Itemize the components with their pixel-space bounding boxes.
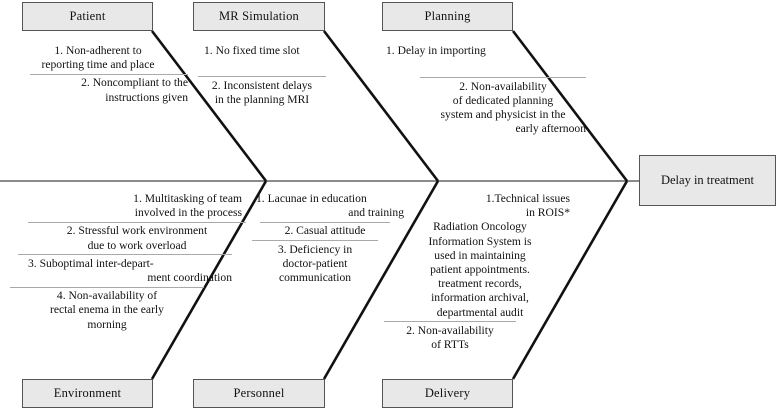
- category-label-patient: Patient: [69, 9, 106, 23]
- category-label-environment: Environment: [53, 386, 122, 400]
- cause-item: 1. Multitasking of team involved in the …: [4, 192, 246, 220]
- cause-line: reporting time and place: [41, 58, 155, 72]
- category-box-delivery[interactable]: Delivery: [382, 379, 513, 408]
- cause-group-patient: 1. Non-adherent to reporting time and pl…: [8, 44, 188, 105]
- cause-item: 1.Technical issues in ROIS* Radiation On…: [390, 192, 570, 320]
- cause-item: 1. Non-adherent to reporting time and pl…: [8, 44, 188, 72]
- cause-line: used in maintaining: [434, 248, 526, 262]
- category-label-planning: Planning: [424, 9, 471, 23]
- cause-item: 2. Non-availability of dedicated plannin…: [420, 77, 586, 136]
- cause-line: 3. Deficiency in: [277, 242, 353, 256]
- category-label-delivery: Delivery: [424, 386, 471, 400]
- cause-line: 2. Inconsistent delays: [211, 78, 313, 92]
- cause-line: 1. Lacunae in education: [256, 192, 367, 205]
- cause-line: rectal enema in the early: [50, 303, 164, 317]
- cause-item: 3. Deficiency in doctor-patient communic…: [252, 240, 378, 285]
- cause-line: 2. Noncompliant to the: [81, 76, 188, 90]
- cause-line: of dedicated planning: [452, 93, 554, 107]
- cause-line: system and physicist in the: [440, 108, 566, 122]
- bone-delivery: [511, 180, 629, 380]
- cause-line: 4. Non-availability of: [56, 289, 158, 303]
- cause-line: morning: [87, 317, 127, 331]
- bone-environment: [150, 180, 268, 380]
- cause-item: 3. Suboptimal inter-depart- ment coordin…: [18, 254, 232, 285]
- cause-line: communication: [278, 271, 352, 285]
- cause-group-personnel: 1. Lacunae in education and training 2. …: [252, 192, 404, 285]
- cause-line: 1. Non-adherent to: [54, 44, 142, 57]
- cause-group-planning: 1. Delay in importing 2. Non-availabilit…: [386, 44, 586, 137]
- cause-line: 2. Casual attitude: [284, 224, 366, 238]
- category-label-mr-simulation: MR Simulation: [218, 9, 300, 23]
- cause-group-environment: 1. Multitasking of team involved in the …: [4, 192, 246, 332]
- cause-item: 2. Inconsistent delays in the planning M…: [198, 76, 326, 107]
- category-box-personnel[interactable]: Personnel: [193, 379, 325, 408]
- cause-line: of RTTs: [431, 338, 469, 352]
- cause-line: in ROIS*: [525, 206, 570, 220]
- effect-box[interactable]: Delay in treatment: [639, 155, 776, 206]
- cause-line: 2. Non-availability: [459, 79, 547, 93]
- effect-label: Delay in treatment: [660, 173, 755, 187]
- cause-item: 2. Noncompliant to the instructions give…: [30, 73, 188, 105]
- bone-patient: [150, 30, 268, 182]
- cause-item: 2. Stressful work environment due to wor…: [28, 221, 246, 253]
- cause-line: due to work overload: [87, 238, 187, 252]
- cause-line: information archival,: [431, 291, 529, 305]
- cause-line: instructions given: [105, 90, 188, 104]
- cause-line: doctor-patient: [282, 256, 348, 270]
- cause-line: 1. Multitasking of team: [133, 192, 242, 205]
- cause-group-delivery: 1.Technical issues in ROIS* Radiation On…: [384, 192, 570, 352]
- cause-line: 3. Suboptimal inter-depart-: [28, 256, 154, 270]
- cause-group-mr-simulation: 1. No fixed time slot 2. Inconsistent de…: [198, 44, 356, 107]
- cause-line: 2. Stressful work environment: [66, 224, 208, 238]
- cause-line: ment coordination: [147, 271, 232, 285]
- bone-planning: [511, 30, 629, 182]
- category-box-environment[interactable]: Environment: [22, 379, 153, 408]
- cause-item: 2. Casual attitude: [260, 221, 390, 239]
- cause-item: 1. Lacunae in education and training: [256, 192, 404, 220]
- cause-line: 2. Non-availability: [406, 323, 494, 337]
- category-box-planning[interactable]: Planning: [382, 2, 513, 31]
- cause-line: patient appointments.: [430, 263, 530, 277]
- cause-line: and training: [348, 206, 404, 220]
- cause-item: 4. Non-availability of rectal enema in t…: [10, 286, 204, 332]
- cause-line: departmental audit: [436, 305, 524, 319]
- bone-mr-simulation: [322, 30, 440, 182]
- cause-item: 1. No fixed time slot: [198, 44, 356, 58]
- cause-line: in the planning MRI: [214, 92, 310, 106]
- category-box-mr-simulation[interactable]: MR Simulation: [193, 2, 325, 31]
- cause-line: early afternoon: [515, 122, 587, 136]
- cause-line: 1. Delay in importing: [386, 44, 486, 57]
- category-label-personnel: Personnel: [233, 386, 285, 400]
- cause-item: 2. Non-availability of RTTs: [384, 321, 516, 352]
- cause-line: treatment records,: [438, 277, 522, 291]
- cause-line: involved in the process: [134, 206, 242, 220]
- category-box-patient[interactable]: Patient: [22, 2, 153, 31]
- bone-personnel: [322, 180, 440, 380]
- cause-line: 1.Technical issues: [485, 192, 570, 205]
- cause-item: 1. Delay in importing: [386, 44, 586, 58]
- cause-line: Information System is: [428, 234, 532, 248]
- cause-line: 1. No fixed time slot: [204, 44, 300, 57]
- cause-line: Radiation Oncology: [433, 220, 527, 234]
